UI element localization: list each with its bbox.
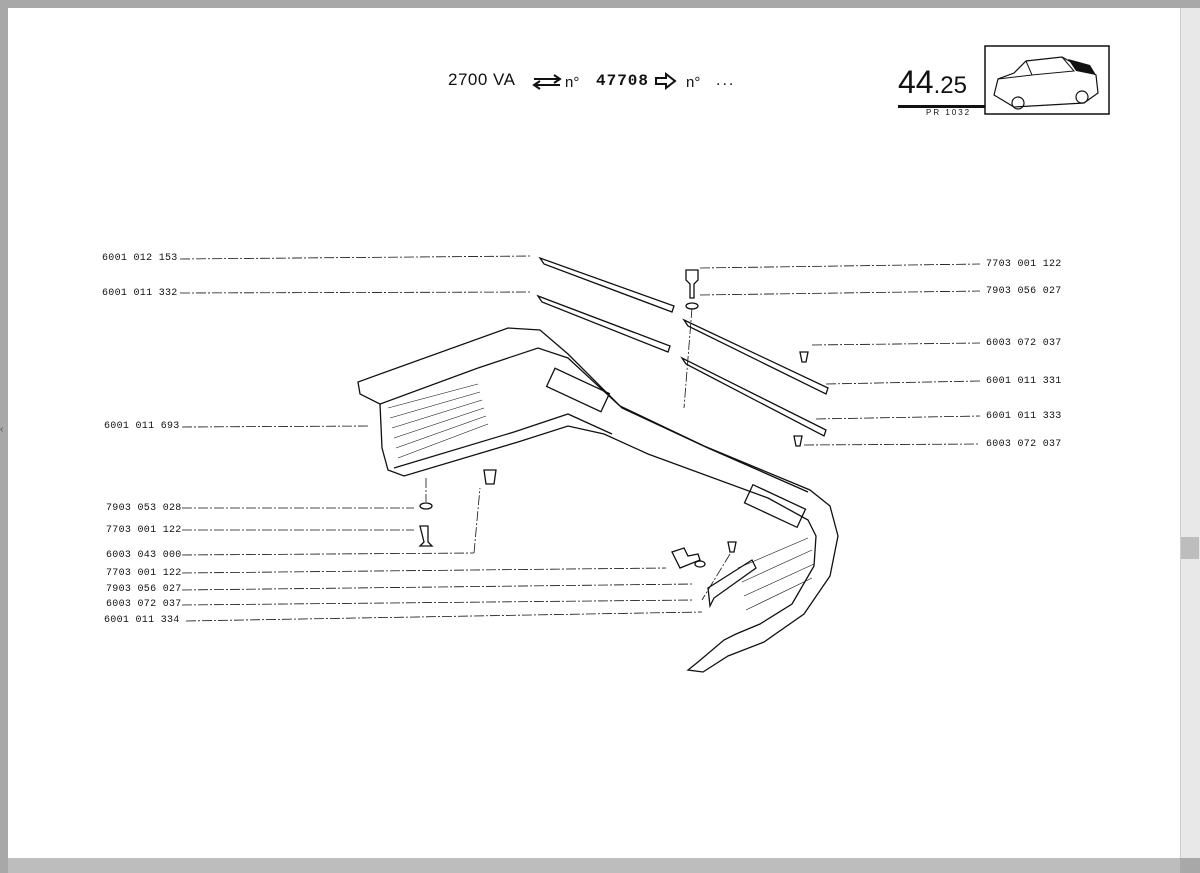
right-arrow-icon [655,72,677,90]
page-number: 44.25 [898,64,967,101]
vertical-scrollbar[interactable] [1180,8,1200,858]
horizontal-scrollbar[interactable] [8,858,1180,873]
parts-catalog-page: 2700 VA n° 47708 n° ... 44.25 PR 1032 [8,8,1180,858]
page-reference: PR 1032 [926,108,972,117]
part-label-left: 7703 001 122 [106,568,182,579]
vertical-scrollbar-thumb[interactable] [1181,537,1199,559]
part-label-left: 6001 011 332 [102,288,178,299]
number-prefix: n° [565,74,580,91]
part-label-left: 7903 053 028 [106,503,182,514]
viewer-top-border [0,0,1200,8]
part-label-left: 6001 012 153 [102,253,178,264]
part-label-left: 7703 001 122 [106,525,182,536]
number-prefix-2: n° [686,74,701,91]
part-label-left: 6001 011 693 [104,421,180,432]
part-label-left: 6001 011 334 [104,615,180,626]
double-arrow-icon [532,74,562,90]
part-label-right: 7903 056 027 [986,286,1062,297]
page-number-major: 44 [898,64,934,100]
range-end-ellipsis: ... [716,72,736,89]
previous-page-arrow[interactable]: ‹ [0,424,4,435]
model-title: 2700 VA [448,70,516,89]
page-number-minor: .25 [933,72,967,99]
part-label-right: 6001 011 333 [986,411,1062,422]
serial-number: 47708 [596,72,650,90]
part-label-left: 7903 056 027 [106,584,182,595]
part-label-right: 6003 072 037 [986,439,1062,450]
part-label-left: 6003 043 000 [106,550,182,561]
part-label-left: 6003 072 037 [106,599,182,610]
bumper-exploded-diagram [179,255,981,673]
rear-bumper [357,327,839,673]
part-label-right: 7703 001 122 [986,259,1062,270]
part-label-right: 6003 072 037 [986,338,1062,349]
page-number-rule [898,105,986,108]
car-thumbnail-icon [984,45,1110,115]
part-label-right: 6001 011 331 [986,376,1062,387]
